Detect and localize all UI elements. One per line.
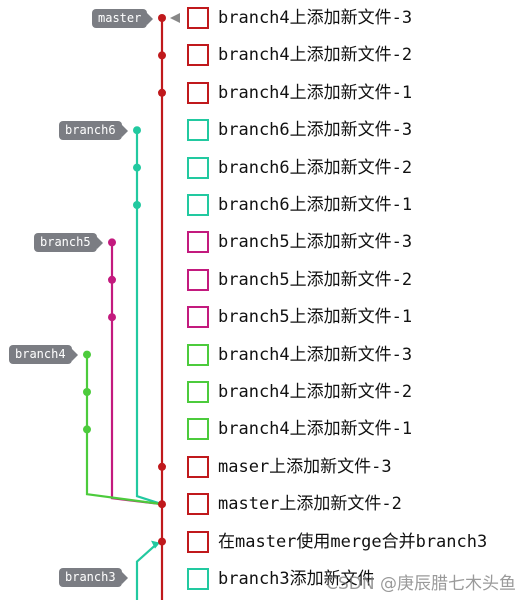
commit-node: [108, 238, 116, 247]
commit-node: [158, 88, 166, 97]
commit-node: [133, 163, 141, 172]
commit-message[interactable]: branch4上添加新文件-1: [218, 82, 413, 103]
commit-node: [133, 126, 141, 135]
commit-box[interactable]: [187, 568, 209, 590]
commit-box[interactable]: [187, 194, 209, 216]
branch-tag-branch6[interactable]: branch6: [59, 120, 128, 140]
commit-message[interactable]: branch5上添加新文件-3: [218, 232, 413, 253]
watermark: CSDN @庚辰腊七木头鱼: [326, 574, 516, 594]
branch-tag-branch4[interactable]: branch4: [9, 345, 78, 365]
head-pointer-icon: [170, 13, 180, 23]
commit-box[interactable]: [187, 156, 209, 179]
commit-node: [108, 313, 116, 322]
commit-box[interactable]: [187, 455, 209, 478]
commit-message[interactable]: branch3添加新文件: [218, 569, 375, 589]
commit-message[interactable]: branch4上添加新文件-1: [218, 419, 413, 440]
commit-box[interactable]: [187, 81, 209, 104]
branch4-lane-line: [85, 354, 163, 506]
commit-message[interactable]: master上添加新文件-2: [218, 494, 402, 515]
commit-box[interactable]: [187, 306, 209, 329]
commit-node: [158, 500, 166, 509]
commit-box[interactable]: [187, 119, 209, 142]
commit-box[interactable]: [187, 268, 209, 291]
commit-message[interactable]: branch5上添加新文件-2: [218, 269, 413, 290]
commit-message[interactable]: 在master使用merge合并branch3: [218, 531, 488, 552]
commit-node: [158, 462, 166, 471]
commit-message[interactable]: branch5上添加新文件-1: [218, 307, 413, 328]
commit-message[interactable]: branch4上添加新文件-3: [218, 8, 413, 28]
commit-box[interactable]: [187, 231, 209, 254]
commit-box[interactable]: [187, 44, 209, 67]
commit-node: [83, 388, 91, 396]
commit-message[interactable]: branch4上添加新文件-2: [218, 45, 413, 66]
commit-box[interactable]: [187, 493, 209, 516]
branch-tag-branch3[interactable]: branch3: [59, 567, 128, 587]
branch3-merge-arrowhead: [151, 540, 160, 549]
commit-node: [158, 14, 166, 22]
commit-box[interactable]: [187, 418, 209, 441]
commit-node: [158, 537, 166, 546]
commit-message[interactable]: branch4上添加新文件-2: [218, 382, 413, 402]
commit-box[interactable]: [187, 343, 209, 366]
commit-message[interactable]: branch4上添加新文件-3: [218, 344, 413, 365]
commit-message[interactable]: maser上添加新文件-3: [218, 456, 392, 477]
commit-box[interactable]: [187, 7, 209, 29]
commit-message[interactable]: branch6上添加新文件-1: [218, 195, 413, 215]
commit-node: [158, 51, 166, 60]
branch-tag-branch5[interactable]: branch5: [34, 232, 103, 252]
branch-tag-master[interactable]: master: [92, 8, 154, 28]
branch3-lane-line: [135, 543, 157, 600]
commit-message[interactable]: branch6上添加新文件-2: [218, 157, 413, 178]
commit-box[interactable]: [187, 381, 209, 403]
commit-message[interactable]: branch6上添加新文件-3: [218, 120, 413, 141]
commit-node: [133, 201, 141, 209]
commit-box[interactable]: [187, 530, 209, 553]
commit-node: [83, 350, 91, 359]
commit-node: [83, 425, 91, 434]
branch6-lane-line: [135, 130, 163, 506]
commit-node: [108, 275, 116, 284]
